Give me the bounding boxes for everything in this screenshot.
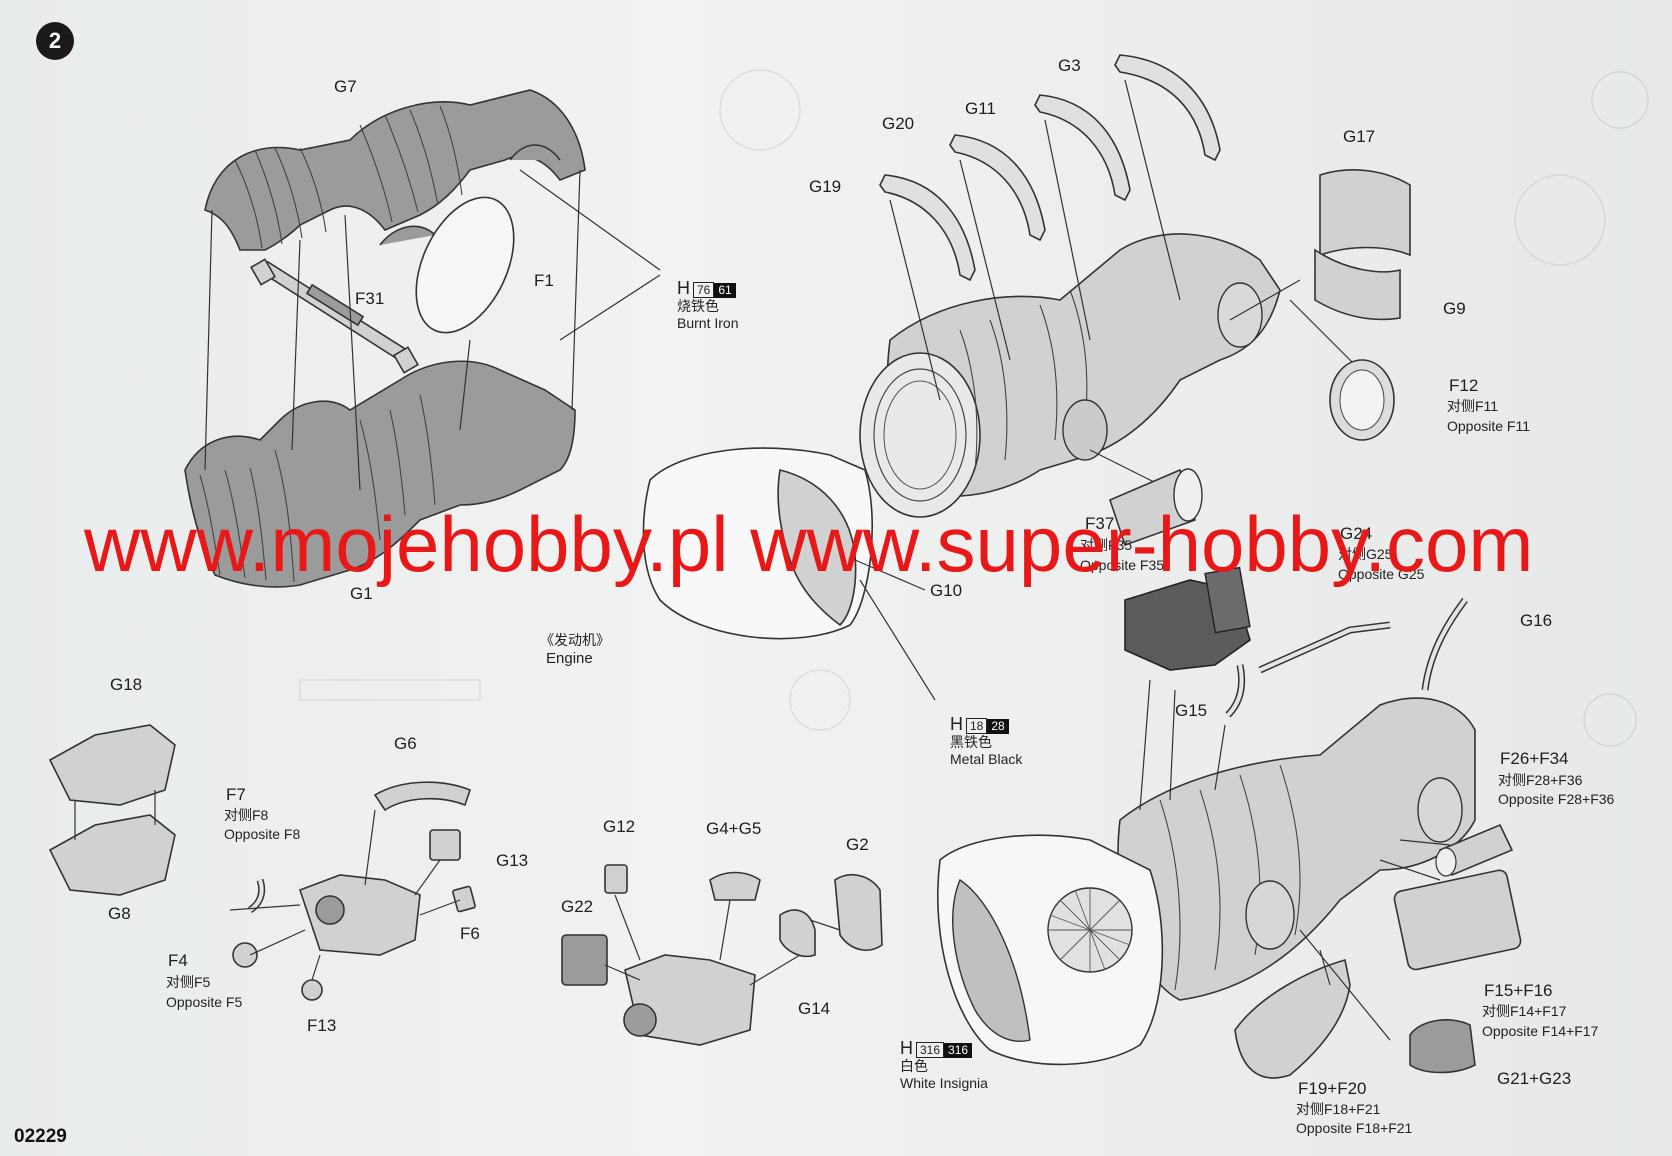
label-f4: F4 (168, 951, 188, 970)
watermark-text: www.mojehobby.pl www.super-hobby.com (84, 500, 1534, 588)
label-f13: F13 (307, 1016, 337, 1035)
engine-main-body (859, 233, 1281, 518)
label-g15: G15 (1175, 701, 1208, 720)
label-g24-cn: 对侧G25 (1338, 546, 1393, 562)
label-f12-cn: 对侧F11 (1447, 398, 1499, 414)
g9-shell (1314, 248, 1401, 321)
label-g14: G14 (798, 999, 831, 1018)
label-f26: F26+F34 (1500, 749, 1569, 768)
intake-bell (937, 834, 1164, 1066)
label-f37-cn: 对侧F35 (1080, 537, 1133, 553)
label-f19-cn: 对侧F18+F21 (1296, 1101, 1381, 1117)
label-f31: F31 (355, 289, 385, 308)
label-g17: G17 (1343, 127, 1376, 146)
f19-cover (1234, 958, 1351, 1079)
g22-assembly (561, 864, 883, 1046)
bracket-set (879, 54, 1221, 282)
f31-shaft (249, 258, 420, 374)
label-g8: G8 (108, 904, 131, 923)
label-f15-cn: 对侧F14+F17 (1482, 1003, 1567, 1019)
label-f4-en: Opposite F5 (166, 994, 243, 1010)
f1-ring (415, 196, 515, 334)
label-g11: G11 (965, 99, 996, 118)
f15-box (1393, 869, 1522, 971)
label-f7: F7 (226, 785, 246, 804)
label-f26-cn: 对侧F28+F36 (1498, 772, 1583, 788)
step-number-badge: 2 (36, 22, 74, 60)
label-f15-en: Opposite F14+F17 (1482, 1023, 1599, 1039)
label-g4-g5: G4+G5 (706, 819, 762, 838)
label-g9: G9 (1443, 299, 1466, 318)
engine-assembled (1117, 697, 1476, 1001)
label-f1: F1 (534, 271, 554, 290)
f37-tube (1109, 468, 1203, 547)
leader-lines-bottom-right (1139, 679, 1451, 1041)
f7-assembly (229, 781, 476, 1001)
label-g10: G10 (930, 581, 963, 600)
g17-shell (1319, 169, 1411, 257)
label-g20: G20 (882, 114, 915, 133)
leader-lines-left (204, 169, 661, 491)
g1-lower-casing (184, 360, 576, 588)
label-f19: F19+F20 (1298, 1079, 1367, 1098)
product-code: 02229 (14, 1126, 67, 1147)
label-g12: G12 (603, 817, 636, 836)
label-engine-en: Engine (546, 650, 593, 667)
label-f19-en: Opposite F18+F21 (1296, 1120, 1413, 1136)
label-f37: F37 (1085, 514, 1115, 533)
label-g6: G6 (394, 734, 417, 753)
g18-g8-modules (48, 724, 176, 896)
g7-upper-casing (204, 89, 586, 251)
label-f7-en: Opposite F8 (224, 826, 301, 842)
label-f12: F12 (1449, 376, 1479, 395)
label-f26-en: Opposite F28+F36 (1498, 791, 1615, 807)
g16-pipe (1421, 597, 1468, 691)
label-g13: G13 (496, 851, 529, 870)
gearbox-module (1124, 566, 1251, 671)
label-g7: G7 (334, 77, 357, 96)
label-f7-cn: 对侧F8 (224, 807, 269, 823)
g10-exhaust-flare (642, 447, 873, 640)
label-engine-cn: 《发动机》 (540, 632, 610, 648)
label-g1: G1 (350, 584, 373, 603)
label-g22: G22 (561, 897, 594, 916)
label-g3: G3 (1058, 56, 1081, 75)
label-g16: G16 (1520, 611, 1553, 630)
label-g24: G24 (1340, 524, 1373, 543)
label-f15: F15+F16 (1484, 981, 1553, 1000)
label-g18: G18 (110, 675, 143, 694)
label-f6: F6 (460, 924, 480, 943)
label-g19: G19 (809, 177, 842, 196)
leader-lines-center (854, 559, 936, 701)
label-g21-g23: G21+G23 (1497, 1069, 1572, 1088)
leader-lines-top-right (889, 79, 1371, 491)
g21-box (1409, 1019, 1476, 1074)
label-f4-cn: 对侧F5 (166, 974, 211, 990)
label-g24-en: Opposite G25 (1338, 566, 1425, 582)
label-f12-en: Opposite F11 (1447, 418, 1531, 434)
label-f37-en: Opposite F35 (1080, 557, 1165, 573)
label-g2: G2 (846, 835, 869, 854)
